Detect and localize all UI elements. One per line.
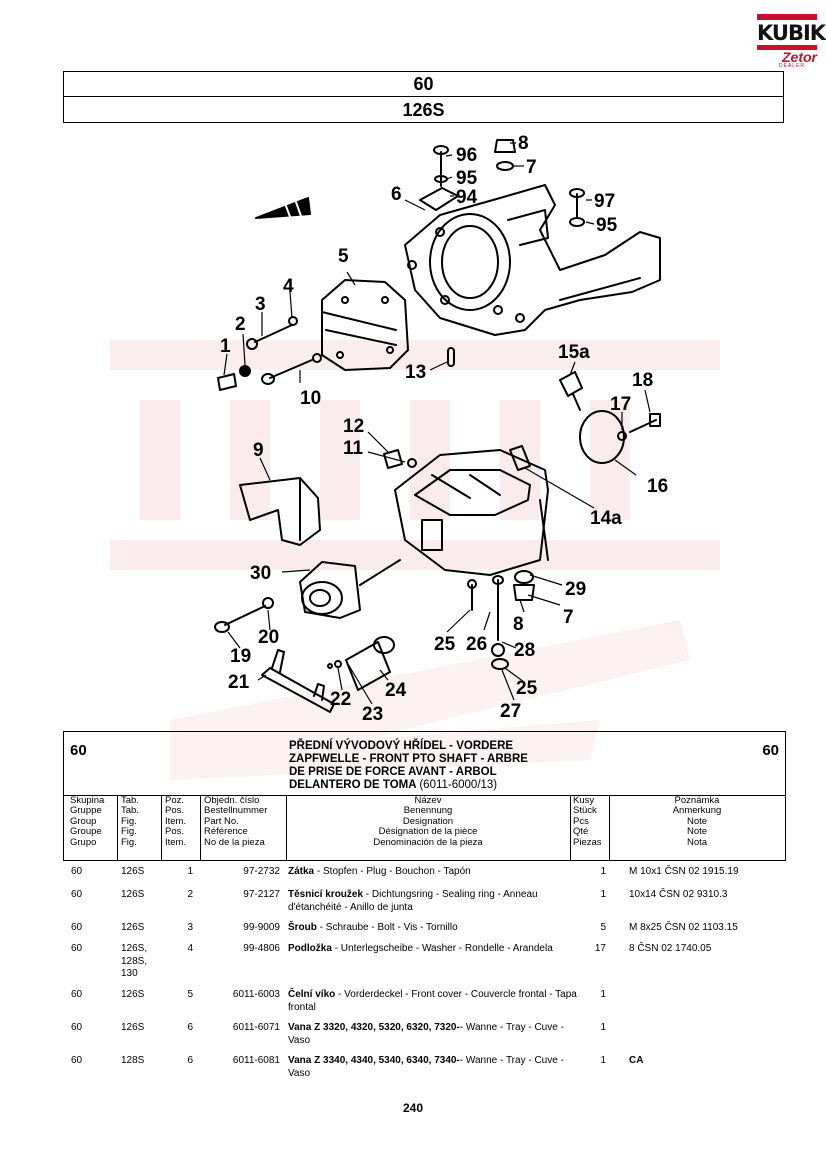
callout-20: 20 (258, 627, 279, 648)
column-divider (570, 796, 571, 860)
callout-95-top: 95 (456, 168, 478, 189)
callout-15a: 15a (558, 342, 590, 363)
callout-95-right: 95 (596, 215, 618, 236)
group-number-left: 60 (70, 742, 87, 759)
callout-3: 3 (255, 294, 266, 315)
logo-word: KUBIK (757, 21, 826, 45)
callout-11: 11 (343, 438, 364, 459)
kubik-zetor-logo: KUBIK Zetor DEALER (757, 14, 826, 69)
logo-dealer: DEALER (779, 63, 806, 69)
callout-5: 5 (338, 246, 349, 267)
callout-29: 29 (565, 579, 586, 600)
callout-2: 2 (235, 314, 246, 335)
group-number: 60 (64, 72, 783, 97)
column-header-pos: Poz.Pos.Item.Pos.Item. (165, 795, 187, 848)
column-divider (161, 796, 162, 860)
logo-zetor: Zetor (782, 49, 817, 65)
callout-30: 30 (250, 563, 271, 584)
callout-6: 6 (391, 184, 402, 205)
callout-7-top: 7 (526, 157, 537, 178)
callout-94: 94 (456, 187, 478, 208)
exploded-parts-diagram: 1 2 3 4 5 6 7 8 94 95 96 97 95 10 13 15a… (214, 133, 668, 725)
callout-1: 1 (220, 336, 231, 357)
callout-19: 19 (230, 646, 251, 667)
assembly-title-line: DELANTERO DE TOMA (289, 779, 417, 791)
callout-14a: 14a (590, 508, 622, 529)
column-divider (286, 796, 287, 860)
callout-12: 12 (343, 416, 364, 437)
callout-7-lower: 7 (563, 607, 574, 628)
callout-25-left: 25 (434, 634, 456, 655)
column-header-table: Tab.Tab.Fig.Fig.Fig. (121, 795, 139, 848)
callout-24: 24 (385, 680, 407, 701)
header-divider (64, 795, 785, 796)
callout-28: 28 (514, 640, 535, 661)
callout-21: 21 (228, 672, 250, 693)
parts-list-header: 60 60 PŘEDNÍ VÝVODOVÝ HŘÍDEL - VORDERE Z… (63, 731, 786, 861)
group-number-right: 60 (762, 742, 779, 759)
assembly-title-line: PŘEDNÍ VÝVODOVÝ HŘÍDEL - VORDERE (289, 740, 514, 752)
callout-16: 16 (647, 476, 668, 497)
callout-97: 97 (594, 191, 615, 212)
column-divider (117, 796, 118, 860)
callout-17: 17 (610, 394, 631, 415)
column-divider (200, 796, 201, 860)
assembly-title-line: DE PRISE DE FORCE AVANT - ARBOL (289, 766, 497, 778)
callout-9: 9 (253, 440, 264, 461)
callout-4: 4 (283, 276, 294, 297)
page-number: 240 (402, 1101, 424, 1115)
callout-22: 22 (330, 689, 351, 710)
callout-96: 96 (456, 145, 477, 166)
callout-23: 23 (362, 704, 383, 725)
table-number: 126S (402, 100, 445, 120)
assembly-title-line: ZAPFWELLE - FRONT PTO SHAFT - ARBRE (289, 753, 528, 765)
callout-8-lower: 8 (513, 614, 524, 635)
callout-13: 13 (405, 362, 426, 383)
callout-26: 26 (466, 634, 487, 655)
callout-25-right: 25 (516, 678, 538, 699)
callout-27: 27 (500, 701, 521, 722)
assembly-code: (6011-6000/13) (419, 779, 498, 791)
page-header-box: 60 126S (63, 71, 784, 123)
callout-10: 10 (300, 388, 321, 409)
callout-8-top: 8 (518, 133, 529, 154)
column-divider (609, 796, 610, 860)
callout-18: 18 (632, 370, 653, 391)
assembly-title: PŘEDNÍ VÝVODOVÝ HŘÍDEL - VORDERE ZAPFWEL… (289, 740, 528, 792)
